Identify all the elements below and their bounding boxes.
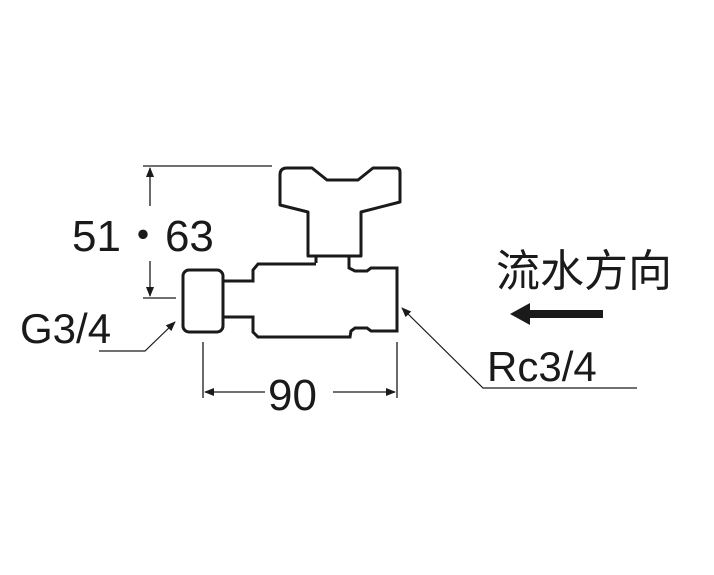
valve-handle [278,166,402,258]
valve-body [223,262,399,339]
flow-direction: 流水方向 [496,246,672,325]
flow-arrow-icon [510,303,603,325]
height-dimension: 51・63 [72,165,272,299]
inlet-label: G3/4 [20,305,111,352]
width-dimension: 90 [202,342,398,420]
union-nut [181,268,225,334]
width-label: 90 [268,371,317,420]
inlet-callout: G3/4 [20,305,176,352]
outlet-callout: Rc3/4 [401,307,637,390]
flow-label: 流水方向 [496,246,672,297]
height-label: 51・63 [72,212,214,261]
valve-stem [314,256,351,268]
outlet-label: Rc3/4 [487,343,597,390]
